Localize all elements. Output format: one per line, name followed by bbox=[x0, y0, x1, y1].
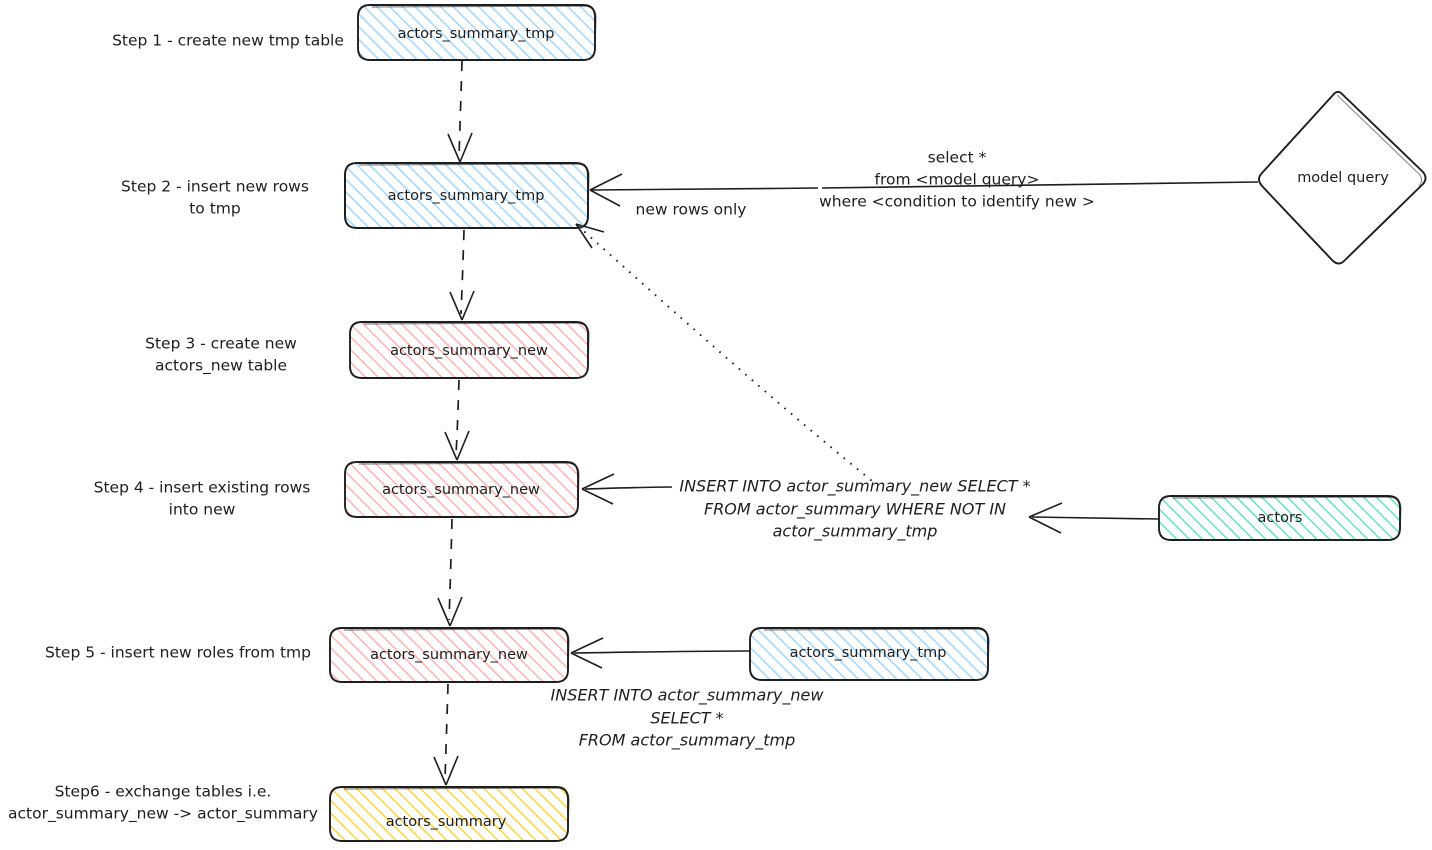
node-model-query[interactable]: model query bbox=[1258, 90, 1427, 265]
node-actors[interactable]: actors bbox=[1158, 495, 1402, 541]
step-label-6: Step6 - exchange tables i.e. actor_summa… bbox=[8, 783, 318, 824]
node-new-3[interactable]: actors_summary_new bbox=[329, 627, 570, 683]
insert-existing-sql-line3: actor_summary_tmp bbox=[773, 522, 938, 542]
connector-tmp1-to-tmp2 bbox=[447, 60, 473, 163]
step-label-4-line2: into new bbox=[169, 501, 236, 519]
node-model-query-outline bbox=[1258, 90, 1427, 265]
node-summary-fill bbox=[330, 787, 568, 841]
step-label-2-line1: Step 2 - insert new rows bbox=[121, 178, 309, 196]
edge-label-new-rows-only-text: new rows only bbox=[636, 201, 747, 219]
step-label-3: Step 3 - create new actors_new table bbox=[145, 335, 297, 376]
node-tmp-1[interactable]: actors_summary_tmp bbox=[357, 4, 597, 61]
connector-modelquery-to-tmp2 bbox=[589, 173, 1259, 207]
model-query-sql-line2: from <model query> bbox=[875, 171, 1040, 189]
insert-existing-sql-line2: FROM actor_summary WHERE NOT IN bbox=[704, 500, 1006, 520]
node-new-2-fill bbox=[345, 462, 578, 517]
connector-new3-to-summary bbox=[433, 683, 459, 786]
connector-tmp2-to-new1 bbox=[449, 229, 475, 321]
node-model-query-label: model query bbox=[1297, 170, 1389, 186]
connector-dotted-tmp2-to-insert-sql bbox=[575, 223, 873, 482]
edge-label-model-query-sql: select * from <model query> where <condi… bbox=[819, 149, 1095, 211]
step-label-2-line2: to tmp bbox=[189, 200, 241, 218]
step-label-5: Step 5 - insert new roles from tmp bbox=[45, 644, 311, 662]
edge-label-insert-new-roles-sql: INSERT INTO actor_summary_new SELECT * F… bbox=[551, 686, 825, 751]
node-tmp-2-fill bbox=[345, 163, 588, 228]
insert-new-roles-sql-line3: FROM actor_summary_tmp bbox=[579, 731, 796, 751]
node-tmp-3[interactable]: actors_summary_tmp bbox=[749, 627, 990, 681]
node-tmp-2-label: actors_summary_tmp bbox=[388, 188, 545, 204]
step-label-5-text: Step 5 - insert new roles from tmp bbox=[45, 644, 311, 662]
insert-existing-sql-line1: INSERT INTO actor_summary_new SELECT * bbox=[679, 477, 1030, 497]
model-query-sql-line1: select * bbox=[928, 149, 987, 167]
node-new-1[interactable]: actors_summary_new bbox=[349, 321, 590, 379]
step-label-1: Step 1 - create new tmp table bbox=[112, 32, 344, 50]
insert-new-roles-sql-line2: SELECT * bbox=[650, 709, 723, 728]
step-label-4-line1: Step 4 - insert existing rows bbox=[94, 479, 311, 497]
node-tmp-2[interactable]: actors_summary_tmp bbox=[344, 162, 590, 229]
connector-sql-to-new2 bbox=[581, 473, 673, 505]
node-summary[interactable]: actors_summary bbox=[329, 786, 570, 842]
node-tmp-3-label: actors_summary_tmp bbox=[790, 645, 947, 661]
step-label-6-line1: Step6 - exchange tables i.e. bbox=[55, 783, 272, 801]
node-new-2[interactable]: actors_summary_new bbox=[344, 461, 580, 518]
node-tmp-1-label: actors_summary_tmp bbox=[398, 26, 555, 42]
node-new-1-label: actors_summary_new bbox=[390, 343, 548, 359]
connector-tmp3-to-new3 bbox=[570, 637, 751, 669]
step-label-3-line1: Step 3 - create new bbox=[145, 335, 297, 353]
step-label-6-line2: actor_summary_new -> actor_summary bbox=[8, 805, 318, 824]
step-label-1-text: Step 1 - create new tmp table bbox=[112, 32, 344, 50]
step-label-2: Step 2 - insert new rows to tmp bbox=[121, 178, 309, 218]
insert-new-roles-sql-line1: INSERT INTO actor_summary_new bbox=[551, 686, 825, 706]
step-label-4: Step 4 - insert existing rows into new bbox=[94, 479, 311, 519]
connector-new1-to-new2 bbox=[444, 379, 470, 461]
node-new-1-fill bbox=[350, 322, 588, 378]
node-new-3-label: actors_summary_new bbox=[370, 647, 528, 663]
edge-label-new-rows-only: new rows only bbox=[636, 201, 747, 219]
node-actors-label: actors bbox=[1258, 510, 1303, 526]
node-new-2-label: actors_summary_new bbox=[382, 482, 540, 498]
edge-label-insert-existing-sql: INSERT INTO actor_summary_new SELECT * F… bbox=[679, 477, 1030, 542]
connector-actors-to-sql bbox=[1028, 502, 1160, 534]
node-tmp-3-fill bbox=[750, 628, 988, 680]
step-label-3-line2: actors_new table bbox=[155, 357, 287, 376]
node-summary-label: actors_summary bbox=[386, 814, 507, 830]
model-query-sql-line3: where <condition to identify new > bbox=[819, 193, 1095, 211]
node-actors-fill bbox=[1159, 496, 1400, 540]
connector-new2-to-new3 bbox=[437, 518, 463, 627]
node-new-3-fill bbox=[330, 628, 568, 682]
node-tmp-1-fill bbox=[358, 5, 595, 60]
